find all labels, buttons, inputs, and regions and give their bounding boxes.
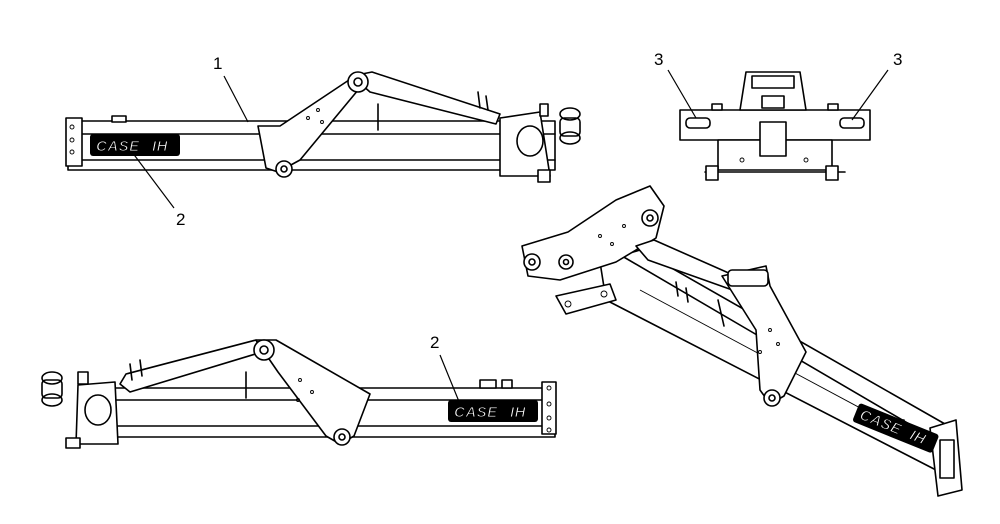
case-ih-logo-bottom: CASE IH	[448, 400, 538, 422]
frame-isometric-view: CASE IH	[521, 185, 963, 497]
callout-number: 3	[893, 50, 902, 69]
callout-2-top: 2	[131, 151, 185, 229]
callout-2-bottom: 2	[430, 333, 461, 405]
logo-text: CASE	[96, 138, 140, 155]
callout-3-left: 3	[654, 50, 697, 119]
callout-number: 2	[430, 333, 439, 352]
logo-suffix: IH	[907, 427, 929, 449]
frame-end-view	[679, 71, 871, 181]
logo-suffix: IH	[152, 138, 169, 155]
callout-1: 1	[213, 54, 249, 123]
case-ih-logo-top: CASE IH	[90, 134, 180, 156]
callout-3-right: 3	[851, 50, 902, 121]
callout-number: 2	[176, 210, 185, 229]
callout-number: 1	[213, 54, 222, 73]
frame-side-view-bottom: CASE IH	[41, 339, 557, 449]
logo-text: CASE	[454, 404, 498, 421]
callout-number: 3	[654, 50, 663, 69]
logo-suffix: IH	[510, 404, 527, 421]
frame-side-view-top: CASE IH	[65, 71, 581, 183]
